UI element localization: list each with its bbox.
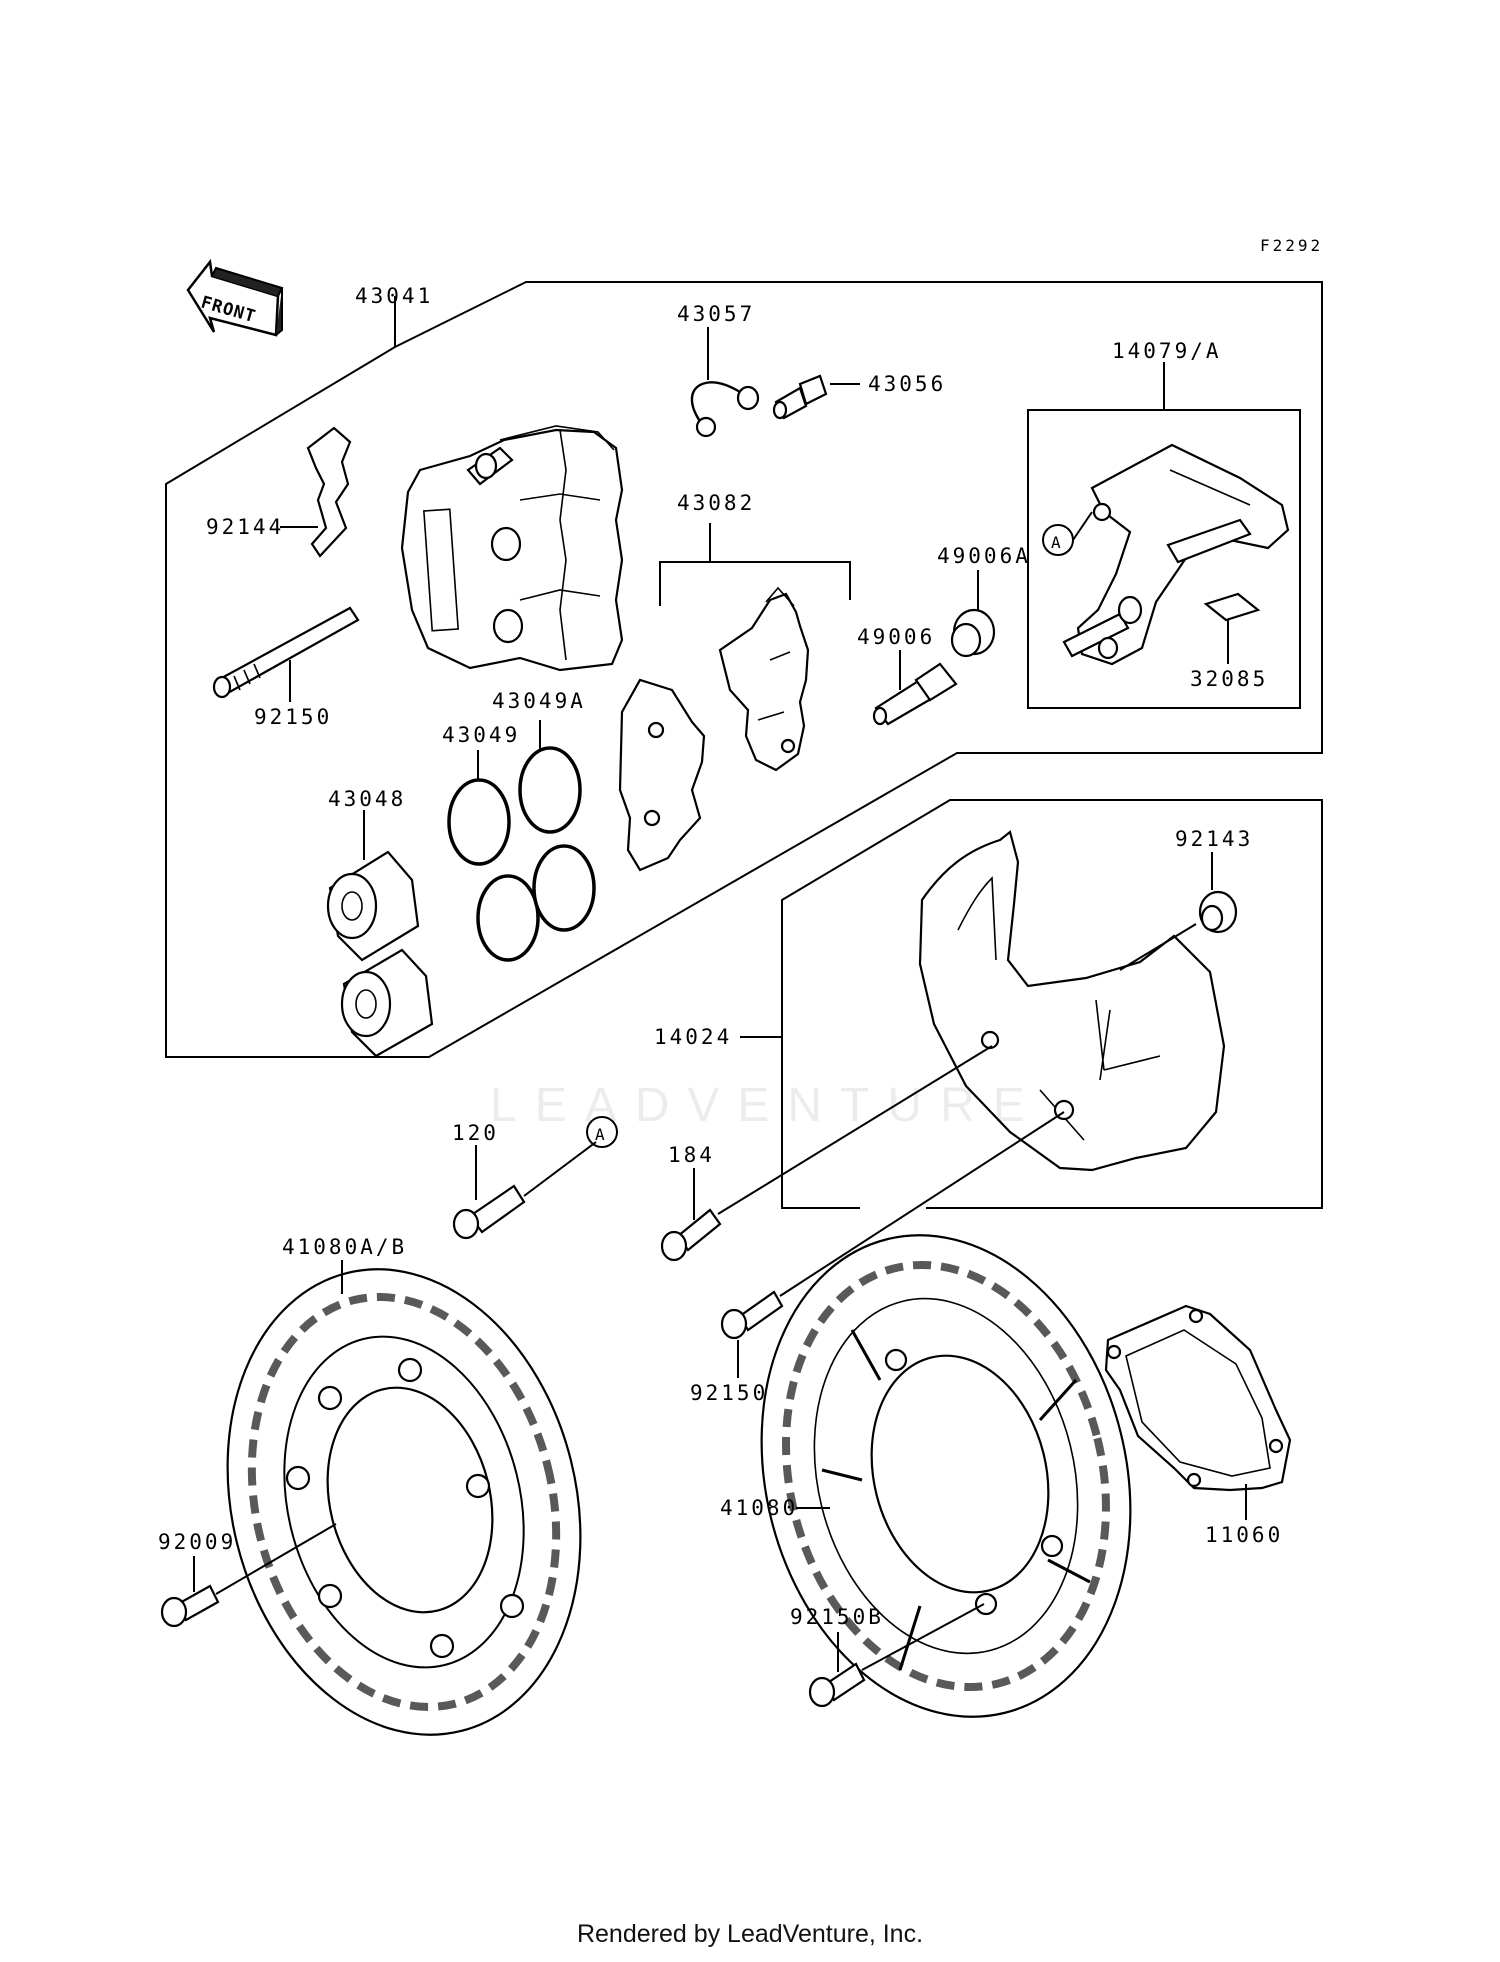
figure-code: F2292 [1260,236,1323,255]
part-label-184: 184 [668,1143,715,1167]
part-label-43056: 43056 [868,372,946,396]
brake-pad-part [618,586,810,872]
piston-seal-part [447,746,596,962]
leader-92150A [779,1111,1065,1297]
bolt-92009-part [160,1584,220,1628]
leader-184 [717,1045,993,1215]
part-label-49006A: 49006A [937,544,1031,568]
part-label-32085: 32085 [1190,667,1268,691]
bolt-92150A-part [720,1290,784,1340]
part-label-14024: 14024 [654,1025,732,1049]
caliper-body-part [400,425,624,672]
part-label-43041: 43041 [355,284,433,308]
pad-retainer-part [306,426,352,558]
watermark: LEADVENTURE [490,1079,1043,1132]
part-label-92009: 92009 [158,1530,236,1554]
bleeder-cap-part [690,381,741,425]
brake-disc-part [760,1234,1132,1718]
bolt-92150B-part [808,1662,866,1708]
part-label-14079A: 14079/A [1112,339,1222,363]
part-label-41080: 41080 [720,1496,798,1520]
part-label-120: 120 [452,1121,499,1145]
caliper-pin-part [212,606,360,699]
part-label-43057: 43057 [677,302,755,326]
leader-92143-cover [1119,923,1197,971]
part-label-41080AB: 41080A/B [282,1235,407,1259]
bracket-43082 [659,561,851,606]
bolt-184-part [660,1208,722,1262]
leader-92009 [215,1523,337,1595]
part-label-11060: 11060 [1205,1523,1283,1547]
bleed-screw-part [872,608,996,726]
caliper-holder-part [1062,443,1290,666]
front-arrow-icon: FRONT [186,258,284,337]
gasket-part [1104,1304,1292,1492]
bleeder-valve-part [772,374,828,420]
part-label-43049: 43049 [442,723,520,747]
leader-120 [523,1141,597,1197]
part-label-92143: 92143 [1175,827,1253,851]
part-label-49006: 49006 [857,625,935,649]
leader-92150B [861,1603,985,1671]
footer-credit: Rendered by LeadVenture, Inc. [576,1920,924,1948]
part-label-43048: 43048 [328,787,406,811]
bolt-120-part [452,1184,526,1240]
part-label-43082: 43082 [677,491,755,515]
cover-box-14024 [781,799,1323,1209]
part-label-92150B: 92150B [790,1605,884,1629]
pad-spring-part [1203,592,1261,622]
disc-cover-part [918,830,1226,1172]
part-label-43049A: 43049A [492,689,586,713]
piston-part [326,850,434,1058]
brake-disc-ab-part [226,1268,582,1736]
ref-mark-a2: A [595,1125,605,1144]
part-label-92144: 92144 [206,515,284,539]
collar-part [1198,890,1238,934]
part-label-92150: 92150 [254,705,332,729]
caliper-assembly-bracket [165,281,1323,1058]
ref-mark-a: A [1051,533,1061,552]
leader-ref-a [1072,511,1093,541]
ref-mark-a2-circle [586,1116,618,1148]
